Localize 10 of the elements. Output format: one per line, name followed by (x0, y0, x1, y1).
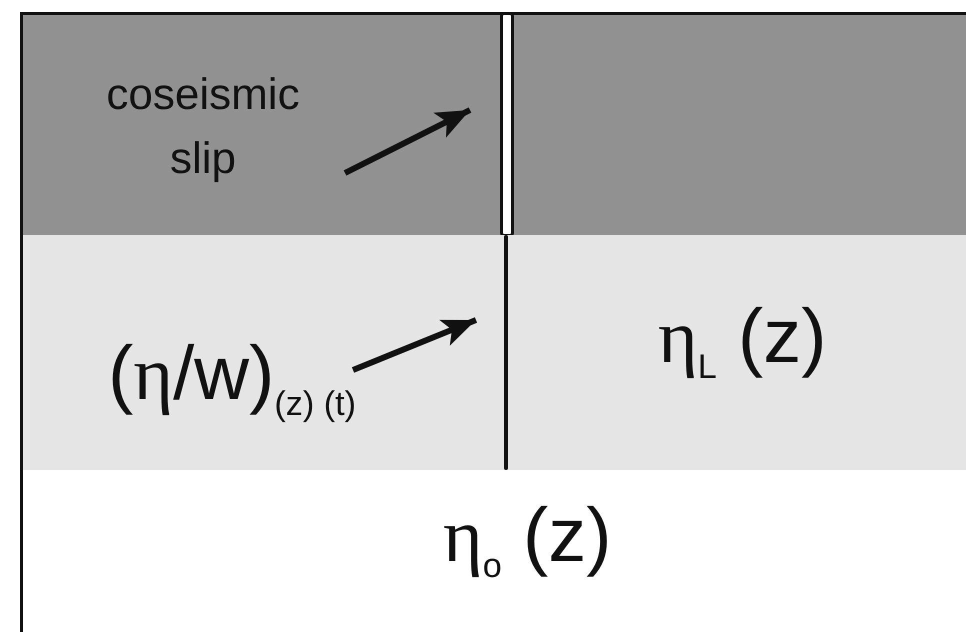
fault-line (504, 235, 508, 470)
fault-gap (500, 12, 514, 237)
rock-layer (20, 12, 966, 235)
leader-arrow (344, 107, 472, 176)
leader-arrow (352, 317, 478, 373)
rock-layer (20, 235, 966, 470)
layer-label: η$_{L}$ (z) (658, 293, 826, 388)
layer-label: η$_{o}$ (z) (443, 492, 612, 586)
callout-text: coseismic slip (105, 69, 301, 185)
callout-text: (η/w)$_{(z) (t)}$ (108, 330, 356, 424)
